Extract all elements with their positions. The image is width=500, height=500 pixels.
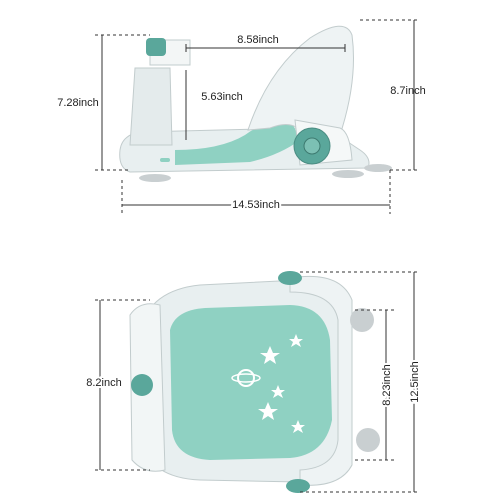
dim-width-top: 8.58inch (237, 34, 279, 46)
planet-ring-icon (231, 373, 261, 383)
star-icon (271, 385, 285, 398)
side-view-seat (119, 25, 392, 182)
knob-top (278, 271, 302, 285)
top-down-seat (129, 271, 380, 493)
seat-mint-surface (175, 118, 300, 165)
backrest-top (289, 275, 353, 486)
top-dimension-lines: 8.58inch 7.28inch 5.63inch 8.7inch 14.53… (57, 19, 426, 214)
suction-cup-br (356, 428, 380, 452)
side-knob-center (303, 137, 321, 155)
bottom-dimension-lines: 8.2inch 8.23inch 12.5inch (84, 271, 423, 493)
star-icon (291, 420, 305, 433)
dim-total-height: 8.7inch (390, 85, 425, 97)
suction-cup-back (364, 164, 392, 172)
front-bar-cap (146, 38, 166, 56)
slot-1 (160, 158, 170, 162)
front-post (129, 67, 173, 146)
star-icon (258, 402, 278, 420)
dim-total-width: 12.5inch (409, 361, 421, 403)
dim-width-front: 8.2inch (86, 377, 121, 389)
planet-icon (237, 369, 255, 387)
dim-length: 14.53inch (232, 199, 280, 211)
suction-cup-left (139, 174, 171, 182)
backrest (247, 25, 354, 136)
suction-cup-right (332, 170, 364, 178)
stars (231, 334, 305, 433)
front-knob (131, 374, 153, 396)
suction-cup-tr (350, 308, 374, 332)
slot-2 (182, 150, 194, 155)
dim-height-left: 7.28inch (57, 97, 99, 109)
star-icon (289, 334, 303, 347)
star-icon (260, 346, 280, 364)
dim-seat-width: 8.23inch (381, 364, 393, 406)
knob-bottom (286, 479, 310, 493)
dim-back-height: 5.63inch (201, 91, 243, 103)
